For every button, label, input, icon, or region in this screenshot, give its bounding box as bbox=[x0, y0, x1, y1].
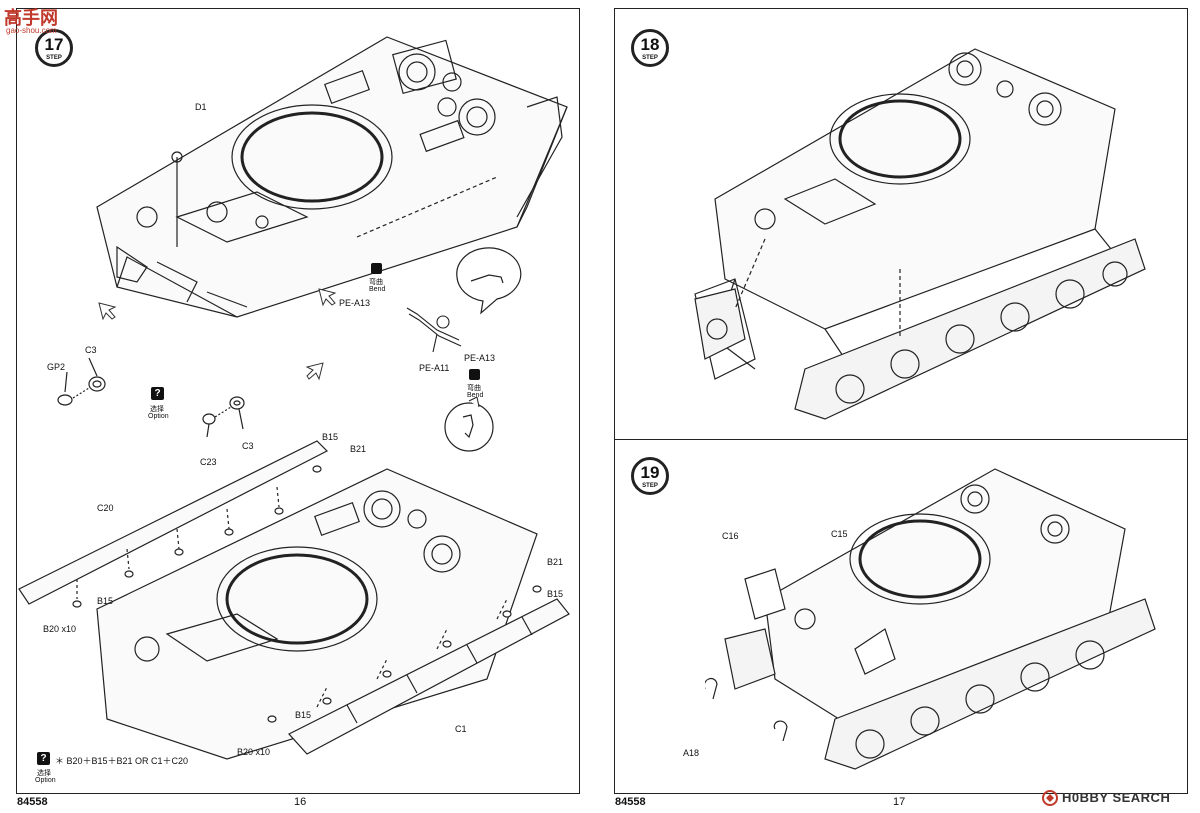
watermark-logo: 高手网 bbox=[4, 8, 58, 28]
label-c1: C1 bbox=[455, 724, 467, 734]
label-b15-d: B15 bbox=[295, 710, 312, 720]
part-c3-gp2-drawing bbox=[57, 357, 106, 406]
option-label-cn-2: 选择 bbox=[37, 770, 51, 777]
bend-callout-bubble bbox=[456, 247, 522, 315]
photo-etch-part-drawing bbox=[406, 307, 462, 353]
watermark-url: gao-shou.com bbox=[6, 26, 57, 35]
product-code-right: 84558 bbox=[615, 796, 646, 808]
step-19-badge: 19 STEP bbox=[631, 457, 669, 495]
step-number: 17 bbox=[44, 35, 64, 54]
step-divider bbox=[615, 439, 1187, 440]
left-instruction-page: 17 STEP bbox=[16, 8, 580, 794]
option-formula: ＊ B20＋B15＋B21 OR C1＋C20 bbox=[55, 756, 189, 766]
right-instruction-page: 18 STEP 19 bbox=[614, 8, 1188, 794]
page-number-left: 16 bbox=[294, 796, 307, 808]
bend-label-cn: 弯曲 bbox=[369, 279, 383, 286]
step-17-badge: 17 STEP bbox=[35, 29, 73, 67]
product-code-left: 84558 bbox=[17, 796, 48, 808]
hull-with-tracks-drawing-step18 bbox=[694, 48, 1146, 420]
part-c23-c3-drawing bbox=[202, 396, 245, 438]
step-number: 19 bbox=[640, 463, 660, 482]
label-c20: C20 bbox=[97, 503, 114, 513]
arrow-icon bbox=[305, 362, 324, 381]
label-pe-a11: PE-A11 bbox=[419, 363, 450, 373]
label-gp2: GP2 bbox=[47, 362, 66, 372]
upper-hull-drawing-top bbox=[96, 36, 568, 318]
option-label-cn: 选择 bbox=[150, 406, 164, 413]
label-a18: A18 bbox=[683, 748, 700, 758]
step-word: STEP bbox=[46, 55, 62, 61]
hobby-search-logo-icon bbox=[1042, 790, 1058, 806]
bend-label-cn-2: 弯曲 bbox=[467, 385, 481, 392]
option-label-en-2: Option bbox=[35, 777, 56, 784]
label-b21-b: B21 bbox=[547, 557, 564, 567]
label-b21: B21 bbox=[350, 444, 367, 454]
bend-icon bbox=[469, 369, 480, 380]
option-icon: ? bbox=[151, 387, 164, 400]
label-b20-x10: B20 x10 bbox=[43, 624, 77, 634]
step-18-badge: 18 STEP bbox=[631, 29, 669, 67]
label-b15-b: B15 bbox=[547, 589, 564, 599]
label-d1: D1 bbox=[195, 102, 207, 112]
option-label-en: Option bbox=[148, 413, 169, 420]
arrow-icon bbox=[318, 288, 337, 307]
bend-label-en-2: Bend bbox=[467, 392, 484, 399]
label-c23: C23 bbox=[200, 457, 217, 467]
bend-callout-bubble bbox=[444, 397, 494, 452]
label-pe-a13-b: PE-A13 bbox=[464, 353, 496, 363]
arrow-icon bbox=[98, 302, 117, 321]
step-word: STEP bbox=[642, 483, 658, 489]
label-pe-a13: PE-A13 bbox=[339, 298, 371, 308]
label-b15: B15 bbox=[322, 432, 339, 442]
label-c16: C16 bbox=[722, 531, 739, 541]
label-b20-x10-b: B20 x10 bbox=[237, 747, 271, 757]
option-icon: ? bbox=[37, 752, 50, 765]
label-c3: C3 bbox=[85, 345, 97, 355]
label-c15: C15 bbox=[831, 529, 848, 539]
lower-hull-drawing-skirts bbox=[18, 440, 570, 760]
label-c3-b: C3 bbox=[242, 441, 254, 451]
footer-brand: H0BBY SEARCH bbox=[1062, 790, 1171, 805]
hull-with-tracks-drawing-step19 bbox=[705, 468, 1156, 770]
bend-label-en: Bend bbox=[369, 286, 386, 293]
step-number: 18 bbox=[640, 35, 660, 54]
label-b15-c: B15 bbox=[97, 596, 114, 606]
bend-icon bbox=[371, 263, 382, 274]
step-word: STEP bbox=[642, 55, 658, 61]
page-number-right: 17 bbox=[893, 796, 906, 808]
